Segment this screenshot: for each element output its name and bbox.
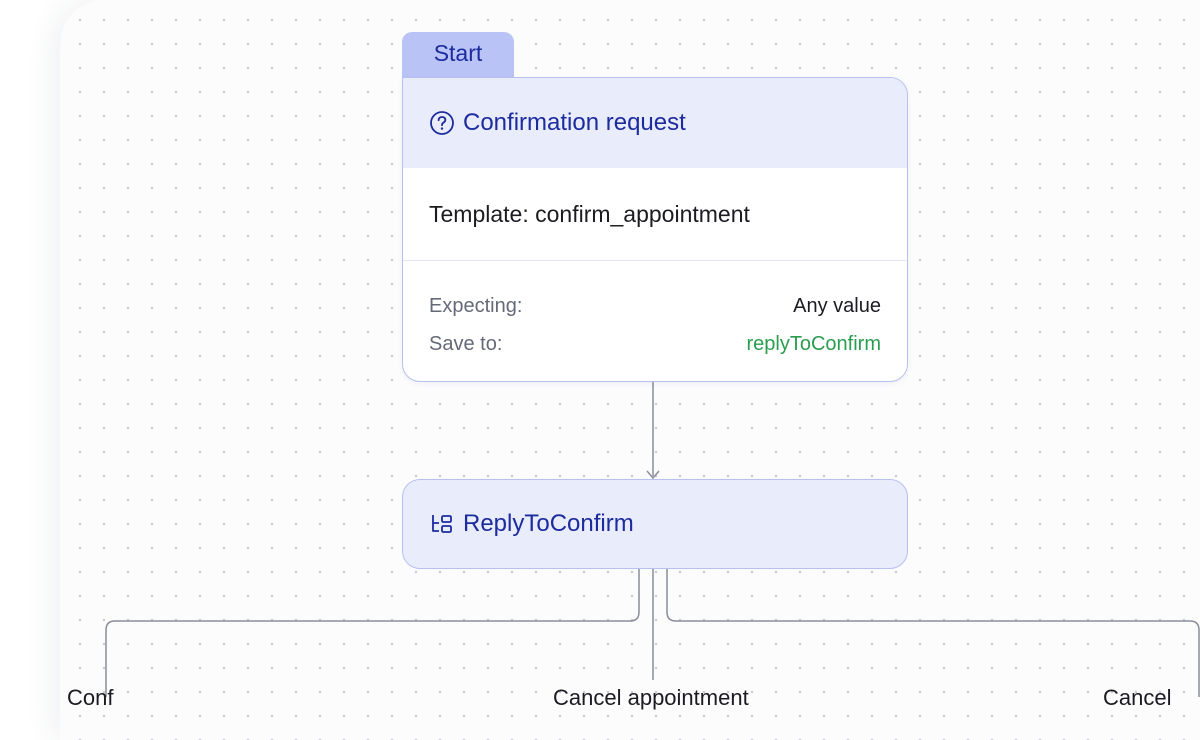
branch-label-left: Conf (67, 685, 114, 710)
question-circle-icon (429, 110, 455, 136)
reply-to-confirm-node[interactable]: ReplyToConfirm (402, 479, 908, 569)
save-to-variable: replyToConfirm (746, 332, 881, 355)
expecting-row: Expecting: Any value (429, 287, 881, 325)
node-settings: Expecting: Any value Save to: replyToCon… (403, 261, 907, 363)
connector-branch-right (666, 569, 1200, 697)
branch-icon (429, 511, 455, 537)
connector-branch-left (105, 569, 640, 697)
branch-label-middle: Cancel appointment (553, 685, 749, 710)
connector-lines (105, 382, 1200, 697)
confirmation-request-node[interactable]: Confirmation request Template: confirm_a… (402, 77, 908, 382)
branch-label-right: Cancel (1103, 685, 1172, 710)
connector-arrowhead (646, 470, 660, 480)
save-to-row: Save to: replyToConfirm (429, 325, 881, 363)
reply-to-confirm-title: ReplyToConfirm (463, 510, 634, 537)
start-tab-label: Start (433, 40, 483, 66)
expecting-value: Any value (793, 294, 881, 317)
expecting-label: Expecting: (429, 294, 523, 317)
confirmation-node-title: Confirmation request (463, 109, 686, 136)
save-to-label: Save to: (429, 332, 503, 355)
template-line: Template: confirm_appointment (403, 168, 907, 261)
start-tab: Start (402, 32, 514, 80)
confirmation-node-header: Confirmation request (403, 78, 907, 168)
